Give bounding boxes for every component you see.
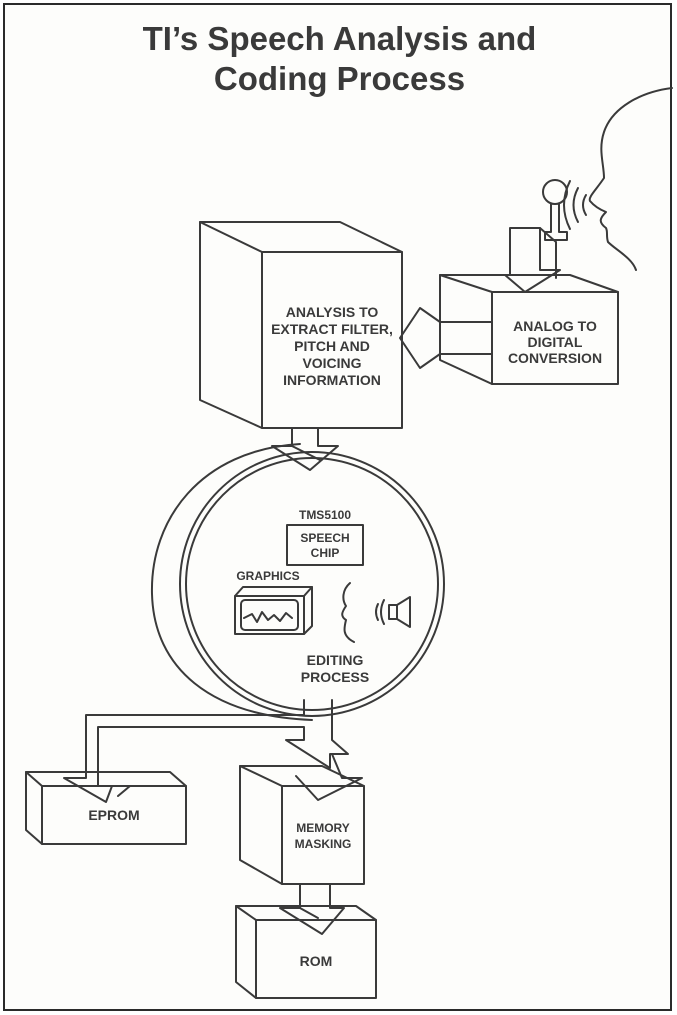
face-profile-icon	[588, 87, 673, 271]
rom-box	[235, 905, 377, 999]
microphone-icon	[542, 179, 568, 241]
adc-label-line-2: DIGITAL	[528, 334, 583, 350]
head-profile-icon	[341, 582, 355, 643]
editing-to-storage-arrow	[63, 699, 349, 803]
editing-cylinder	[150, 443, 445, 721]
masking-to-rom-arrow	[279, 883, 345, 935]
sound-wave-icon	[563, 180, 587, 230]
masking-label-line-1: MEMORY	[296, 821, 350, 835]
eprom-box	[25, 771, 187, 845]
analysis-label-line-5: INFORMATION	[283, 372, 381, 388]
analysis-label-line-1: ANALYSIS TO	[286, 304, 379, 320]
chip-label-line-2: CHIP	[311, 546, 340, 560]
graphics-label: GRAPHICS	[236, 569, 299, 583]
analysis-to-editing-arrow	[271, 427, 339, 471]
memory-masking-box	[239, 765, 365, 885]
adc-label-line-3: CONVERSION	[508, 350, 602, 366]
analysis-box	[199, 221, 403, 429]
speaker-icon	[375, 596, 411, 628]
masking-label-line-2: MASKING	[295, 837, 352, 851]
chip-part-label: TMS5100	[299, 508, 351, 522]
title-line-2: Coding Process	[213, 60, 466, 97]
title-line-1: TI’s Speech Analysis and	[142, 20, 537, 57]
adc-to-analysis-arrow	[399, 307, 493, 369]
monitor-icon	[234, 586, 313, 635]
analysis-label-line-4: VOICING	[302, 355, 361, 371]
editing-label-line-2: PROCESS	[301, 669, 369, 685]
adc-box	[439, 274, 619, 385]
adc-label-line-1: ANALOG TO	[513, 318, 597, 334]
chip-box	[286, 524, 364, 566]
diagram-title: TI’s Speech Analysis and Coding Process	[5, 19, 674, 99]
analysis-label-line-2: EXTRACT FILTER,	[271, 321, 393, 337]
analysis-label-line-3: PITCH AND	[294, 338, 370, 354]
editing-label-line-1: EDITING	[307, 652, 364, 668]
eprom-label: EPROM	[88, 807, 139, 823]
rom-label: ROM	[300, 953, 333, 969]
chip-label-line-1: SPEECH	[300, 531, 349, 545]
